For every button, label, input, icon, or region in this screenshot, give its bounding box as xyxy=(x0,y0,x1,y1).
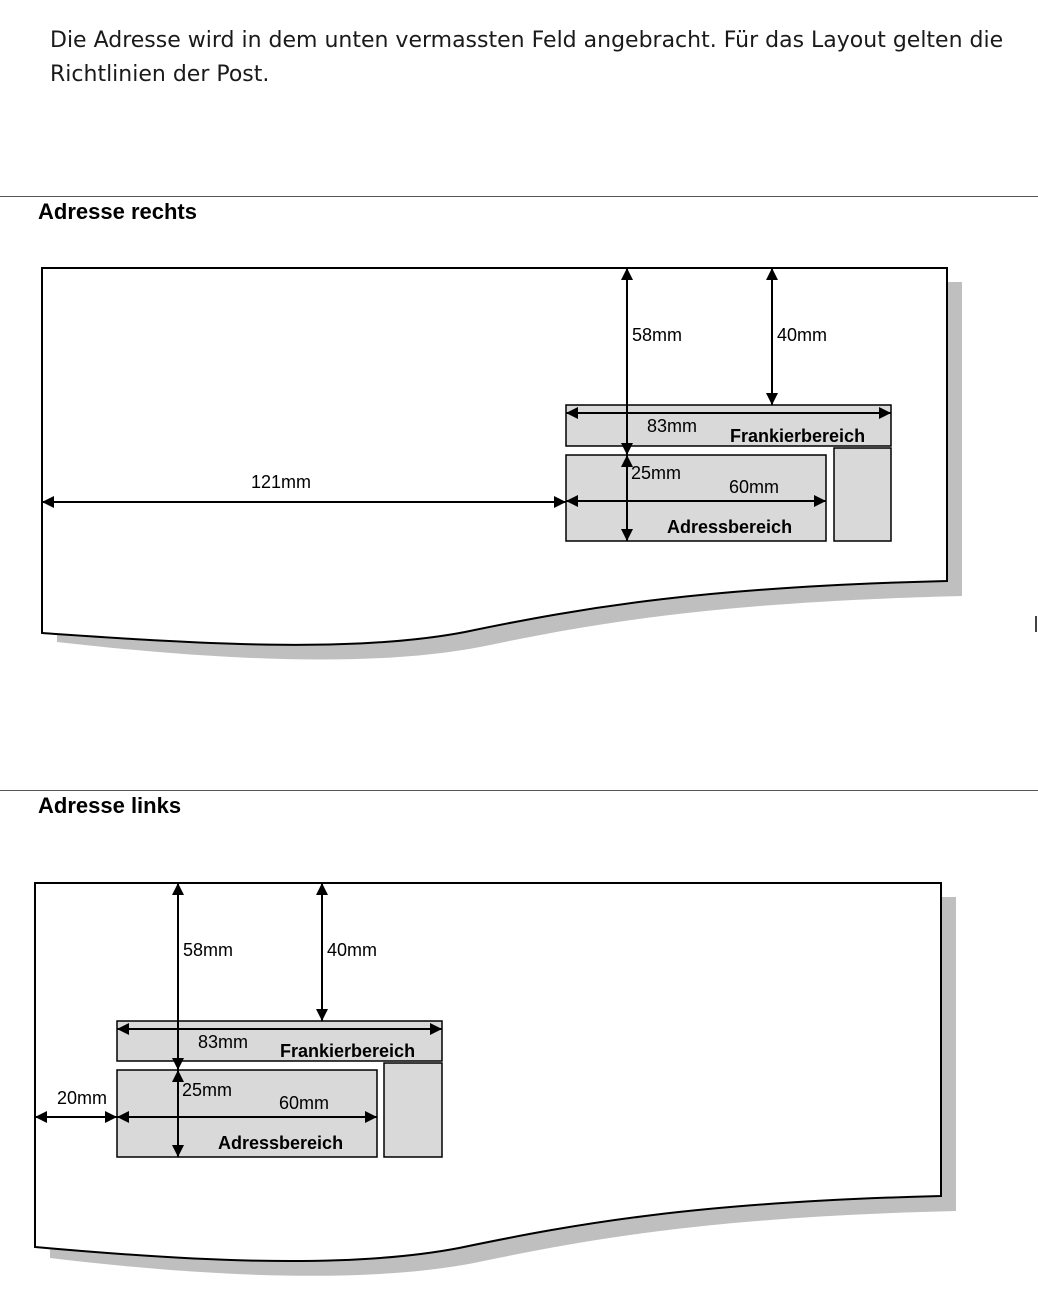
envelope-outline xyxy=(34,882,942,1263)
label-adressbereich: Adressbereich xyxy=(218,1133,343,1153)
section-divider-bottom xyxy=(0,790,1038,791)
label-frankierbereich: Frankierbereich xyxy=(280,1041,415,1061)
label-60mm: 60mm xyxy=(279,1093,329,1113)
stamp-column-box xyxy=(383,1062,443,1158)
envelope-outline xyxy=(41,267,948,646)
label-60mm: 60mm xyxy=(729,477,779,497)
label-83mm: 83mm xyxy=(198,1032,248,1052)
edge-mark xyxy=(1035,616,1037,632)
section-divider-top xyxy=(0,196,1038,197)
label-121mm: 121mm xyxy=(251,472,311,492)
label-25mm: 25mm xyxy=(182,1080,232,1100)
label-25mm: 25mm xyxy=(631,463,681,483)
section-title-right: Adresse rechts xyxy=(38,199,197,224)
stamp-column-box xyxy=(833,447,892,542)
label-frankierbereich: Frankierbereich xyxy=(730,426,865,446)
intro-text: Die Adresse wird in dem unten vermassten… xyxy=(50,24,1035,92)
section-title-left: Adresse links xyxy=(38,793,182,818)
intro-line-1: Die Adresse wird in dem unten vermassten… xyxy=(50,28,1004,53)
envelope-diagram-right: 58mm 40mm 83mm Frankierbereich 25mm 60mm… xyxy=(41,267,962,660)
intro-line-2: Richtlinien der Post. xyxy=(50,62,270,87)
label-40mm: 40mm xyxy=(327,940,377,960)
label-20mm: 20mm xyxy=(57,1088,107,1108)
label-adressbereich: Adressbereich xyxy=(667,517,792,537)
label-58mm: 58mm xyxy=(632,325,682,345)
label-40mm: 40mm xyxy=(777,325,827,345)
label-58mm: 58mm xyxy=(183,940,233,960)
label-83mm: 83mm xyxy=(647,416,697,436)
envelope-diagram-left: 58mm 40mm 83mm Frankierbereich 25mm 60mm… xyxy=(34,882,956,1276)
